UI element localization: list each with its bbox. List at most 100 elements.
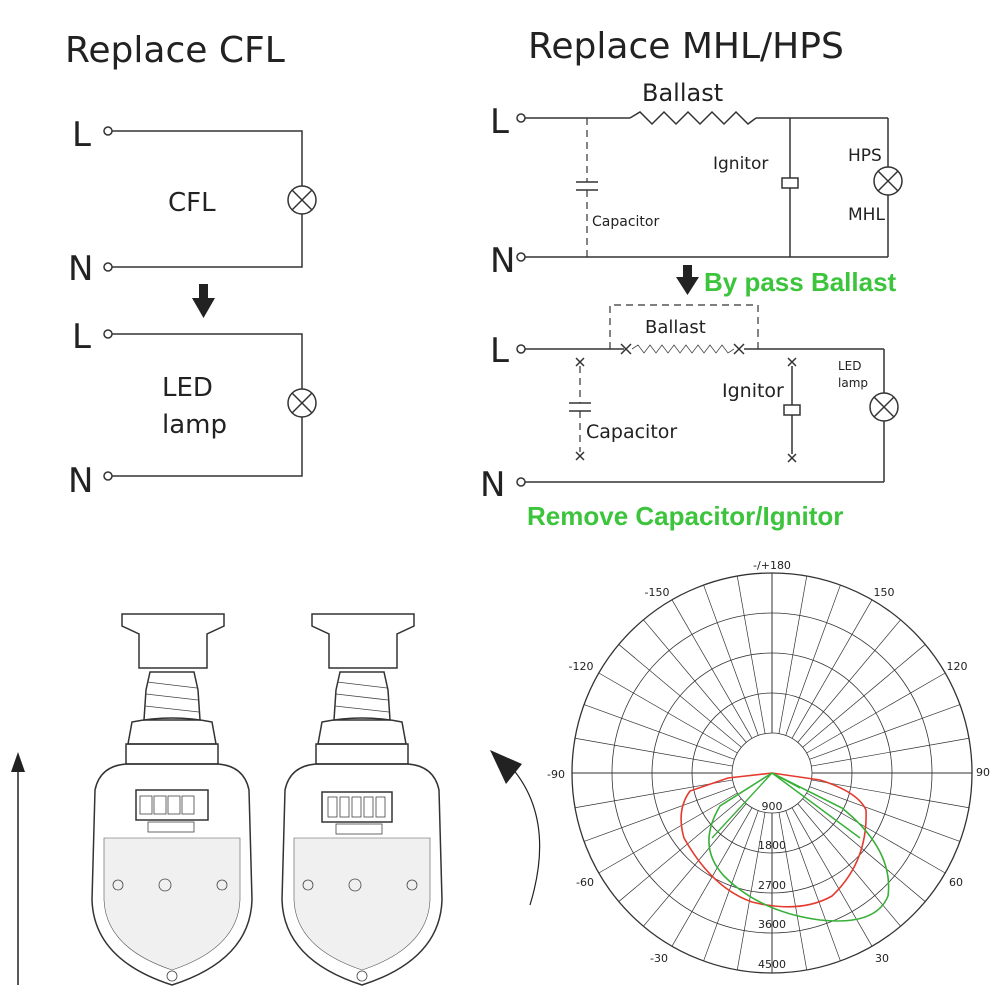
bypass-dashed-line: [609, 304, 759, 349]
lamp-symbol-hps: [873, 166, 903, 196]
ballast-resistor: [629, 110, 757, 126]
angle-label-neg90: -90: [547, 768, 565, 781]
polar-spoke: [809, 704, 961, 760]
polar-spoke: [736, 812, 766, 971]
mhl-bottom-circuit: L N: [480, 304, 899, 505]
down-arrow-icon: [676, 265, 699, 295]
polar-spoke: [598, 672, 738, 754]
lamp-symbol-led: [287, 388, 317, 418]
distribution-curve-green-inner: [711, 772, 861, 839]
angle-label-neg30: -30: [650, 952, 668, 965]
wire-l-bottom: [112, 333, 303, 389]
polar-spoke: [802, 798, 926, 902]
polar-grid: [571, 572, 973, 974]
angle-label-120: 120: [947, 660, 968, 673]
cfl-bottom-l-label: L: [72, 317, 91, 357]
polar-light-distribution-chart: -/+180 -150 150 -120 120 -90 90 -60 60 -…: [547, 559, 990, 974]
polar-spoke: [703, 584, 759, 736]
ignitor-label-removed: Ignitor: [722, 380, 784, 402]
bypass-ballast-label: By pass Ballast: [704, 267, 897, 297]
angle-label-30: 30: [875, 952, 889, 965]
terminal-n-bottom: [103, 471, 113, 481]
polar-spoke: [811, 779, 970, 809]
polar-spoke: [809, 786, 961, 842]
polar-spoke: [806, 672, 946, 754]
cfl-top-circuit: L N CFL: [68, 115, 317, 289]
angle-label-180: -/+180: [753, 559, 791, 572]
disconnect-x-icon: [620, 343, 632, 355]
wire-l-top: [112, 130, 303, 186]
polar-spoke: [643, 803, 747, 927]
terminal-l-mhl: [516, 113, 526, 123]
terminal-l-led: [516, 344, 526, 354]
polar-spoke: [778, 575, 808, 734]
polar-radial-labels: 900 1800 2700 3600 4500: [758, 800, 786, 971]
polar-spoke: [806, 792, 946, 874]
polar-spoke: [791, 599, 873, 739]
removed-ignitor: [783, 357, 801, 463]
polar-spoke: [643, 619, 747, 743]
polar-spoke: [618, 798, 742, 902]
wire-n-top: [112, 214, 303, 268]
cfl-bottom-circuit: L N LED lamp: [68, 317, 317, 501]
rotate-arrow-icon: [490, 750, 541, 906]
capacitor-label: Capacitor: [592, 214, 659, 230]
polar-spoke: [671, 599, 753, 739]
mhl-section: Replace MHL/HPS L N: [480, 26, 903, 531]
ballast-label: Ballast: [642, 79, 723, 107]
radial-label-3600: 3600: [758, 918, 786, 931]
capacitor-label-removed: Capacitor: [586, 421, 677, 443]
polar-spoke: [791, 807, 873, 947]
cfl-top-l-label: L: [72, 115, 91, 155]
led-lamp-illustration-left: [91, 613, 253, 986]
radial-label-1800: 1800: [758, 839, 786, 852]
lamp-symbol-cfl: [287, 185, 317, 215]
polar-spoke: [574, 737, 733, 767]
mhl-bottom-n-label: N: [480, 465, 505, 505]
remove-capacitor-ignitor-label: Remove Capacitor/Ignitor: [527, 501, 843, 531]
mhl-bottom-l-label: L: [490, 331, 509, 371]
distribution-curve-red: [680, 772, 867, 908]
terminal-n-led: [516, 477, 526, 487]
mhl-top-l-label: L: [490, 102, 509, 142]
polar-spoke: [583, 704, 735, 760]
cfl-load-label: CFL: [168, 188, 216, 218]
polar-spoke: [811, 737, 970, 767]
led-lamp-label-line2: lamp: [838, 376, 868, 390]
ignitor-label: Ignitor: [713, 154, 768, 174]
mhl-label: MHL: [848, 205, 885, 225]
radial-label-2700: 2700: [758, 879, 786, 892]
terminal-n-mhl: [516, 252, 526, 262]
polar-spoke: [797, 619, 901, 743]
radial-label-4500: 4500: [758, 958, 786, 971]
mhl-top-n-label: N: [490, 241, 515, 281]
polar-spoke: [703, 810, 759, 962]
cfl-title: Replace CFL: [65, 30, 285, 71]
hps-label: HPS: [848, 146, 882, 166]
terminal-l-bottom: [103, 329, 113, 339]
polar-spoke: [618, 644, 742, 748]
angle-label-150: 150: [874, 586, 895, 599]
radial-label-900: 900: [762, 800, 783, 813]
down-arrow-icon: [192, 284, 215, 318]
angle-label-60: 60: [949, 876, 963, 889]
mhl-title: Replace MHL/HPS: [528, 26, 844, 67]
angle-label-90: 90: [976, 766, 990, 779]
polar-spoke: [797, 803, 901, 927]
polar-spoke: [583, 786, 735, 842]
polar-spoke: [736, 575, 766, 734]
wire-n-bottom: [112, 417, 303, 477]
led-lamp-illustration-right: [281, 613, 443, 986]
lamp-symbol-led-mhl: [869, 392, 899, 422]
terminal-n-top: [103, 262, 113, 272]
polar-spoke: [785, 810, 841, 962]
angle-label-neg60: -60: [576, 876, 594, 889]
led-load-label-line2: lamp: [162, 410, 227, 440]
ballast-resistor-bypassed: [631, 344, 735, 354]
polar-angle-labels: -/+180 -150 150 -120 120 -90 90 -60 60 -…: [547, 559, 990, 965]
disconnect-x-icon: [733, 343, 745, 355]
led-load-label-line1: LED: [162, 373, 213, 403]
terminal-l-top: [103, 126, 113, 136]
